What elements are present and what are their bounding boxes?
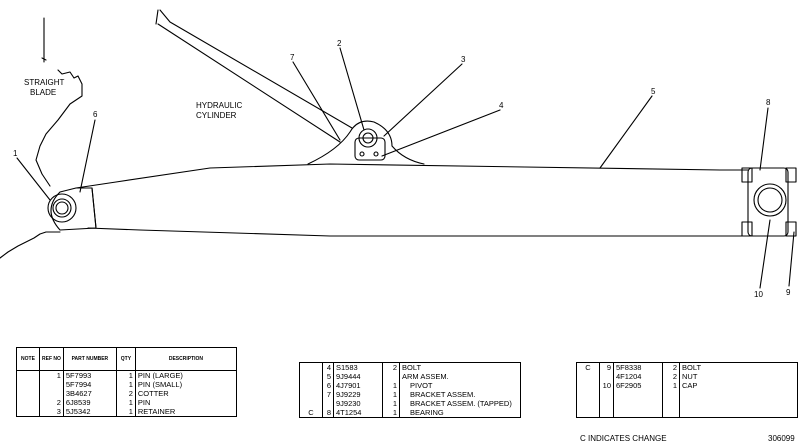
callout-2: 2 [337,39,342,48]
table-row: 3B4627 2 COTTER [16,389,237,398]
parts-table-1: NOTE REF NO PART NUMBER QTY DESCRIPTION … [16,347,237,417]
table-row: 10 6F2905 1 CAP [576,381,798,390]
table-row: 4F1204 2 NUT [576,372,798,381]
header-qty: QTY [116,347,136,371]
table-row: C 8 4T1254 1 BEARING [299,408,521,418]
bearing [753,183,787,217]
table-row: 5 9J9444 ARM ASSEM. [299,372,521,381]
header-description: DESCRIPTION [168,355,204,362]
parts-table-2: 4 S1583 2 BOLT 5 9J9444 ARM ASSEM. 6 4J7… [299,362,521,418]
header-ref: REF NO [39,347,64,371]
bolt-bottom [741,221,753,237]
table-row: 5F7994 1 PIN (SMALL) [16,380,237,389]
blade-label: BLADE [30,88,57,97]
straight-label: STRAIGHT [24,78,65,87]
table-row: 2 6J8539 1 PIN [16,398,237,407]
large-pin [47,193,77,223]
callout-4: 4 [499,101,504,110]
callout-5: 5 [651,87,656,96]
arm-upper-edge [75,163,749,189]
table-row: 9J9230 1 BRACKET ASSEM. (TAPPED) [299,399,521,408]
arm-assembly-drawing [0,9,797,289]
blade-break-line [41,17,47,63]
table-row: 7 9J9229 1 BRACKET ASSEM. [299,390,521,399]
table-row: 4 S1583 2 BOLT [299,362,521,372]
table-row: 6 4J7901 1 PIVOT [299,381,521,390]
cylinder-label: CYLINDER [196,111,237,120]
table-row: 1 5F7993 1 PIN (LARGE) [16,370,237,380]
table-row: 3 5J5342 1 RETAINER [16,407,237,417]
arm-pivot-line [91,187,97,229]
callout-1: 1 [13,149,18,158]
hydraulic-label: HYDRAULIC [196,101,243,110]
bracket-plate [354,137,386,161]
bolt-top [741,167,753,183]
blade-outline [35,69,83,187]
header-note: NOTE [16,347,40,371]
callout-3: 3 [461,55,466,64]
drawing-number: 306099 [768,434,795,443]
bracket-pin [358,128,378,148]
callout-8: 8 [766,98,771,107]
bracket [307,120,425,165]
hydraulic-cylinder [155,9,353,143]
parts-table-3: C 9 5F8338 2 BOLT 4F1204 2 NUT 10 6F2905… [576,362,798,418]
arm-lower-edge [87,227,749,237]
callout-6: 6 [93,110,98,119]
callout-9: 9 [786,288,791,297]
header-part: PART NUMBER [63,347,117,371]
change-footnote: C INDICATES CHANGE [580,434,667,443]
blade-edge-lower [0,231,61,259]
table-row: C 9 5F8338 2 BOLT [576,362,798,372]
callout-10: 10 [754,290,763,299]
callout-7: 7 [290,53,295,62]
